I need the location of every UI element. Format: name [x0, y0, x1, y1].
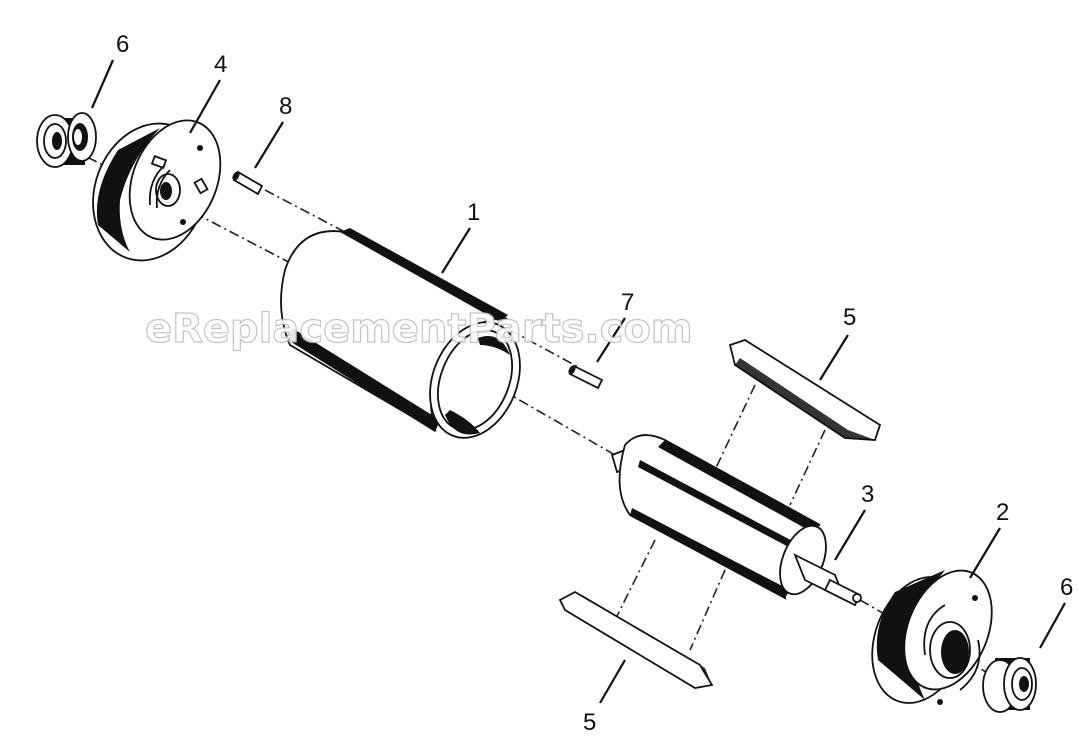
leader-6-right [1039, 602, 1066, 649]
leader-5-bottom [599, 659, 626, 704]
leader-5-top [819, 334, 849, 381]
callout-numbers: 6 4 8 1 7 5 3 2 6 5 [116, 31, 1073, 736]
callout-6-right: 6 [1060, 574, 1073, 601]
pin-axis [264, 189, 346, 233]
leader-2 [969, 527, 1001, 579]
callout-1: 1 [467, 199, 480, 226]
callout-8: 8 [279, 93, 292, 120]
pin-axis-right [509, 329, 581, 369]
housing-cylinder [280, 228, 521, 439]
vane-bottom [558, 590, 714, 689]
bearing-left [36, 112, 97, 168]
leader-8 [254, 121, 284, 169]
main-axis-middle [449, 359, 616, 456]
vane-bottom-axis-1 [614, 539, 656, 621]
end-plate-left [92, 119, 222, 262]
callout-3: 3 [861, 481, 874, 508]
vane-top-axis-2 [789, 429, 826, 506]
end-plate-right [871, 569, 993, 705]
leader-4 [189, 79, 221, 134]
leader-6-left [90, 59, 115, 109]
leader-1 [441, 227, 471, 274]
callout-6-left: 6 [116, 31, 129, 58]
callout-5-top: 5 [843, 304, 856, 331]
vane-top-axis-1 [714, 384, 756, 471]
vane-bottom-axis-2 [689, 569, 726, 651]
pin-left [232, 170, 264, 196]
callout-2: 2 [996, 499, 1009, 526]
rotor [610, 434, 862, 607]
callout-5-bottom: 5 [583, 709, 596, 736]
bearing-right [982, 657, 1037, 713]
callout-7: 7 [621, 289, 634, 316]
pin-right [568, 364, 604, 390]
watermark-text: eReplacementParts.com [145, 306, 693, 352]
leader-3 [834, 509, 866, 561]
callout-4: 4 [214, 51, 227, 78]
leader-lines [90, 59, 1066, 704]
vane-top [728, 339, 882, 441]
leader-7 [596, 317, 626, 363]
